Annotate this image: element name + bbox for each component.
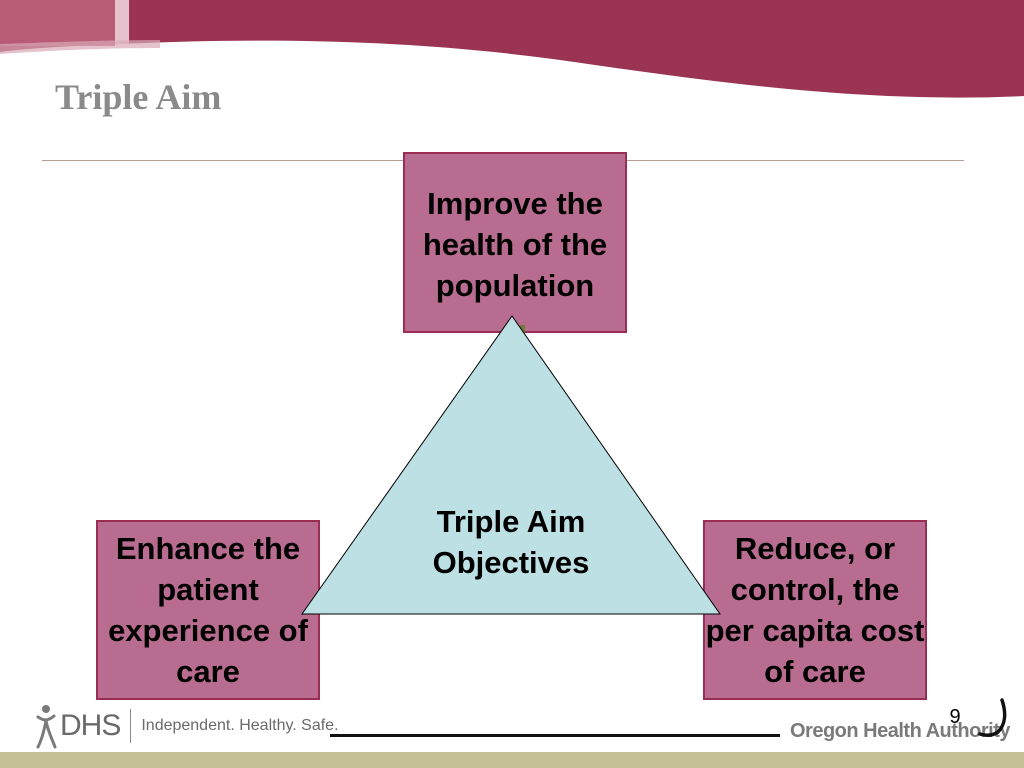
header-banner (0, 0, 1024, 110)
dhs-figure-icon (36, 705, 57, 749)
connector-mark (520, 325, 525, 334)
footer-rule (330, 734, 780, 737)
footer-band (0, 752, 1024, 768)
dhs-divider (130, 709, 132, 743)
objective-patient-experience-text: Enhance the patient experience of care (108, 531, 308, 689)
oha-wordmark: Oregon Health Authority (790, 720, 1010, 742)
triangle-shape (301, 315, 721, 615)
dhs-tagline: Independent. Healthy. Safe. (141, 717, 339, 734)
dhs-wordmark: DHS (60, 709, 121, 742)
dhs-logo: DHS Independent. Healthy. Safe. (34, 703, 339, 749)
objective-box-per-capita-cost: Reduce, or control, the per capita cost … (703, 520, 927, 700)
slide-title: Triple Aim (55, 77, 222, 117)
objective-per-capita-cost-text: Reduce, or control, the per capita cost … (705, 531, 925, 689)
objective-population-health-text: Improve the health of the population (422, 186, 608, 303)
slide-number: 9 (949, 706, 961, 728)
triangle-center-label: Triple Aim Objectives (432, 504, 590, 580)
oha-swoosh-icon (978, 698, 1007, 738)
